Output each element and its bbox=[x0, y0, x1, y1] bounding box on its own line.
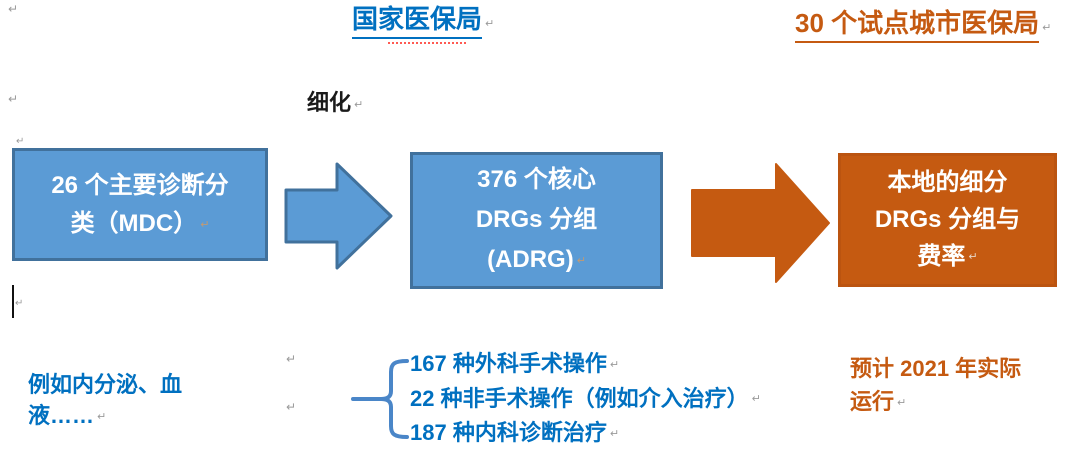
flow-box-local-line: DRGs 分组与 bbox=[874, 205, 1021, 233]
paragraph-mark: ↵ bbox=[200, 218, 210, 231]
heading-national-bureau: 国家医保局 bbox=[352, 5, 483, 39]
flow-box-local: 本地的细分 DRGs 分组与 费率↵ bbox=[838, 153, 1057, 287]
note-mdc-example: 例如内分泌、血 液……↵ bbox=[28, 369, 182, 433]
heading-pilot-cities-wrap: 30 个试点城市医保局↵ bbox=[795, 9, 1051, 43]
spellcheck-squiggle bbox=[388, 42, 466, 44]
heading-national-bureau-wrap: 国家医保局↵ bbox=[352, 5, 494, 39]
note-adrg-breakdown-line: 22 种非手术操作（例如介入治疗）↵ bbox=[410, 382, 761, 417]
note-local-schedule-line: 预计 2021 年实际 bbox=[850, 356, 1022, 381]
paragraph-mark: ↵ bbox=[8, 2, 19, 16]
paragraph-mark: ↵ bbox=[968, 251, 978, 264]
paragraph-mark: ↵ bbox=[485, 18, 495, 31]
note-adrg-breakdown: 167 种外科手术操作↵ 22 种非手术操作（例如介入治疗）↵ 187 种内科诊… bbox=[410, 347, 761, 451]
paragraph-mark: ↵ bbox=[8, 92, 19, 106]
paragraph-mark: ↵ bbox=[97, 410, 107, 423]
paragraph-mark: ↵ bbox=[1042, 22, 1052, 35]
paragraph-mark: ↵ bbox=[609, 358, 620, 371]
note-adrg-breakdown-line: 187 种内科诊断治疗↵ bbox=[410, 416, 761, 451]
flow-box-adrg-line: DRGs 分组 bbox=[475, 206, 598, 234]
note-mdc-example-line: 例如内分泌、血 bbox=[28, 372, 183, 397]
brace-icon bbox=[351, 359, 409, 439]
note-local-schedule-line: 运行↵ bbox=[850, 385, 1021, 420]
paragraph-mark: ↵ bbox=[286, 400, 297, 414]
paragraph-mark: ↵ bbox=[15, 298, 24, 309]
flow-box-mdc: 26 个主要诊断分 类（MDC）↵ bbox=[12, 148, 268, 261]
paragraph-mark: ↵ bbox=[609, 428, 620, 441]
flow-box-local-line: 本地的细分 bbox=[887, 168, 1008, 196]
note-local-schedule: 预计 2021 年实际 运行↵ bbox=[850, 352, 1021, 420]
refine-label: 细化 bbox=[307, 90, 352, 115]
flow-box-mdc-line: 类（MDC）↵ bbox=[71, 205, 210, 244]
paragraph-mark: ↵ bbox=[751, 393, 761, 406]
paragraph-mark: ↵ bbox=[897, 396, 907, 409]
refine-label-wrap: 细化↵ bbox=[307, 85, 363, 117]
paragraph-mark: ↵ bbox=[576, 254, 586, 267]
note-adrg-breakdown-line: 167 种外科手术操作↵ bbox=[410, 347, 761, 382]
note-mdc-example-line: 液……↵ bbox=[28, 400, 182, 433]
arrow-adrg-to-local-icon bbox=[691, 163, 830, 283]
paragraph-mark: ↵ bbox=[286, 352, 297, 366]
flow-box-local-line: 费率↵ bbox=[917, 238, 977, 276]
flow-box-adrg-line: (ADRG)↵ bbox=[487, 240, 586, 281]
paragraph-mark: ↵ bbox=[16, 136, 25, 147]
arrow-mdc-to-adrg-icon bbox=[284, 162, 393, 270]
heading-pilot-cities: 30 个试点城市医保局 bbox=[795, 9, 1040, 43]
paragraph-mark: ↵ bbox=[354, 98, 364, 111]
flow-box-mdc-line: 26 个主要诊断分 bbox=[51, 172, 229, 200]
flow-box-adrg-line: 376 个核心 bbox=[477, 166, 596, 194]
text-cursor bbox=[12, 285, 14, 318]
flow-box-adrg: 376 个核心 DRGs 分组 (ADRG)↵ bbox=[410, 152, 663, 289]
